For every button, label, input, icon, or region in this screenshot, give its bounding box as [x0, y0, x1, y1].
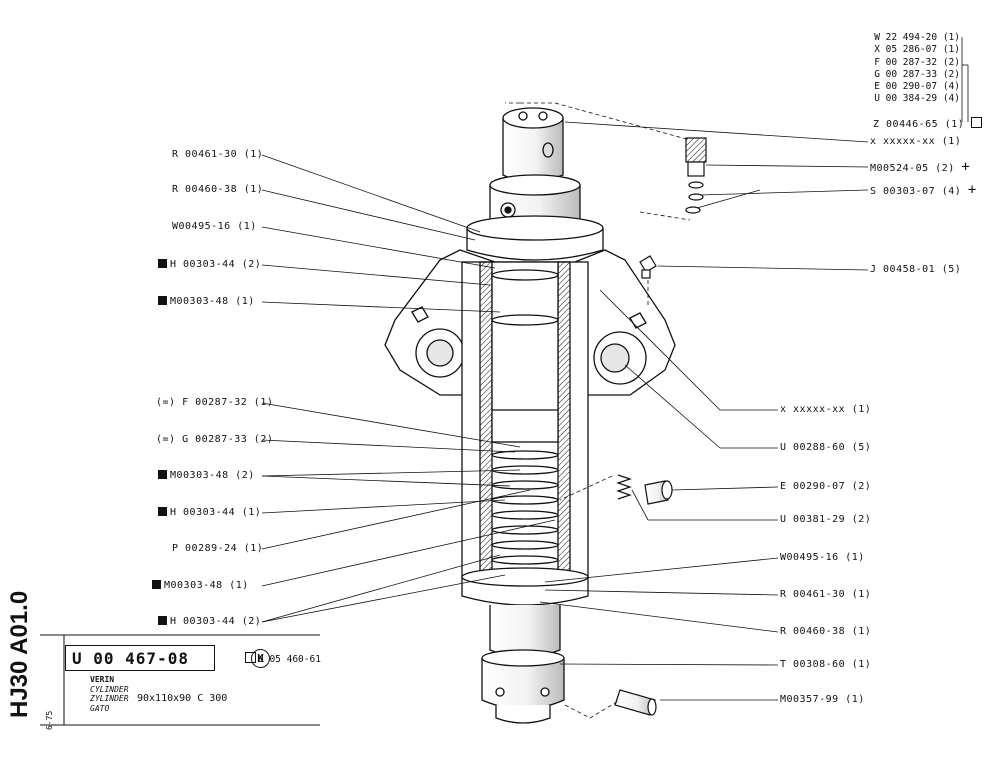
callout-right-10: R 00461-30 (1) — [780, 589, 872, 600]
description-block: VERIN CYLINDER ZYLINDER GATO — [90, 675, 129, 713]
square-bullet-icon — [158, 470, 167, 479]
callout-right-4: J 00458-01 (5) — [870, 264, 962, 275]
callout-left-10: P 00289-24 (1) — [172, 543, 264, 554]
callout-right-13: M00357-99 (1) — [780, 694, 865, 705]
square-bullet-icon — [158, 259, 167, 268]
kit-item: U 00 384-29 (4) — [874, 93, 960, 105]
k-badge: K — [251, 649, 270, 668]
desc-es: GATO — [90, 703, 110, 713]
callout-left-11: M00303-48 (1) — [152, 580, 249, 592]
kit-item: G 00 287-33 (2) — [874, 68, 960, 80]
callout-left-4: H 00303-44 (2) — [158, 259, 261, 271]
callout-left-8: M00303-48 (2) — [158, 470, 255, 482]
desc-en: CYLINDER — [90, 684, 129, 694]
cylinder-body — [384, 107, 676, 724]
desc-fr: VERIN — [90, 675, 115, 684]
callout-right-11: R 00460-38 (1) — [780, 626, 872, 637]
part-code-box: U 00 467-08 K — [65, 645, 270, 671]
square-bullet-icon — [158, 296, 167, 305]
callout-left-12: H 00303-44 (2) — [158, 616, 261, 628]
square-bullet-icon — [158, 616, 167, 625]
callout-left-1: R 00461-30 (1) — [172, 149, 264, 160]
plus-mark: + — [961, 159, 971, 175]
leader-lines — [261, 37, 969, 701]
kit-item: E 00 290-07 (4) — [874, 81, 960, 93]
checkbox-square-icon — [245, 652, 256, 663]
callout-right-5: x xxxxx-xx (1) — [780, 404, 872, 415]
square-bullet-icon — [152, 580, 161, 589]
kit-item: W 22 494-20 (1) — [874, 32, 960, 43]
callout-right-1: x xxxxx-xx (1) — [870, 136, 962, 147]
callout-left-7: (=) G 00287-33 (2) — [156, 434, 274, 445]
callout-right-6: U 00288-60 (5) — [780, 442, 872, 453]
sheet-date: 6-75 — [45, 710, 54, 730]
loose-parts — [614, 137, 707, 716]
kit-ref-label: Z 00446-65 (1) — [873, 117, 982, 131]
kit-item: F 00 287-32 (2) — [874, 56, 960, 68]
callout-right-3: S 00303-07 (4) + — [870, 182, 977, 198]
callout-right-7: E 00290-07 (2) — [780, 481, 872, 492]
callout-left-5: M00303-48 (1) — [158, 296, 255, 308]
callout-left-6: (=) F 00287-32 (1) — [156, 397, 274, 408]
part-code: U 00 467-08 — [72, 649, 189, 668]
desc-de: ZYLINDER — [90, 694, 129, 703]
alt-part-code: U 05 460-61 — [245, 652, 321, 665]
callout-right-8: U 00381-29 (2) — [780, 514, 872, 525]
kit-list: W 22 494-20 (1) X 05 286-07 (1) F 00 287… — [860, 32, 960, 106]
dimensions: 90x110x90 C 300 — [137, 693, 228, 704]
title-block-lines — [40, 634, 320, 726]
kit-box-icon — [970, 117, 982, 128]
callout-right-2: M00524-05 (2) + — [870, 159, 971, 175]
callout-right-12: T 00308-60 (1) — [780, 659, 872, 670]
square-bullet-icon — [158, 507, 167, 516]
callout-left-2: R 00460-38 (1) — [172, 184, 264, 195]
plus-mark: + — [967, 182, 977, 198]
callout-left-3: W00495-16 (1) — [172, 221, 257, 232]
callout-left-9: H 00303-44 (1) — [158, 507, 261, 519]
kit-item: X 05 286-07 (1) — [874, 44, 960, 56]
callout-right-9: W00495-16 (1) — [780, 552, 865, 563]
sheet-number: HJ30 A01.0 — [6, 590, 33, 718]
